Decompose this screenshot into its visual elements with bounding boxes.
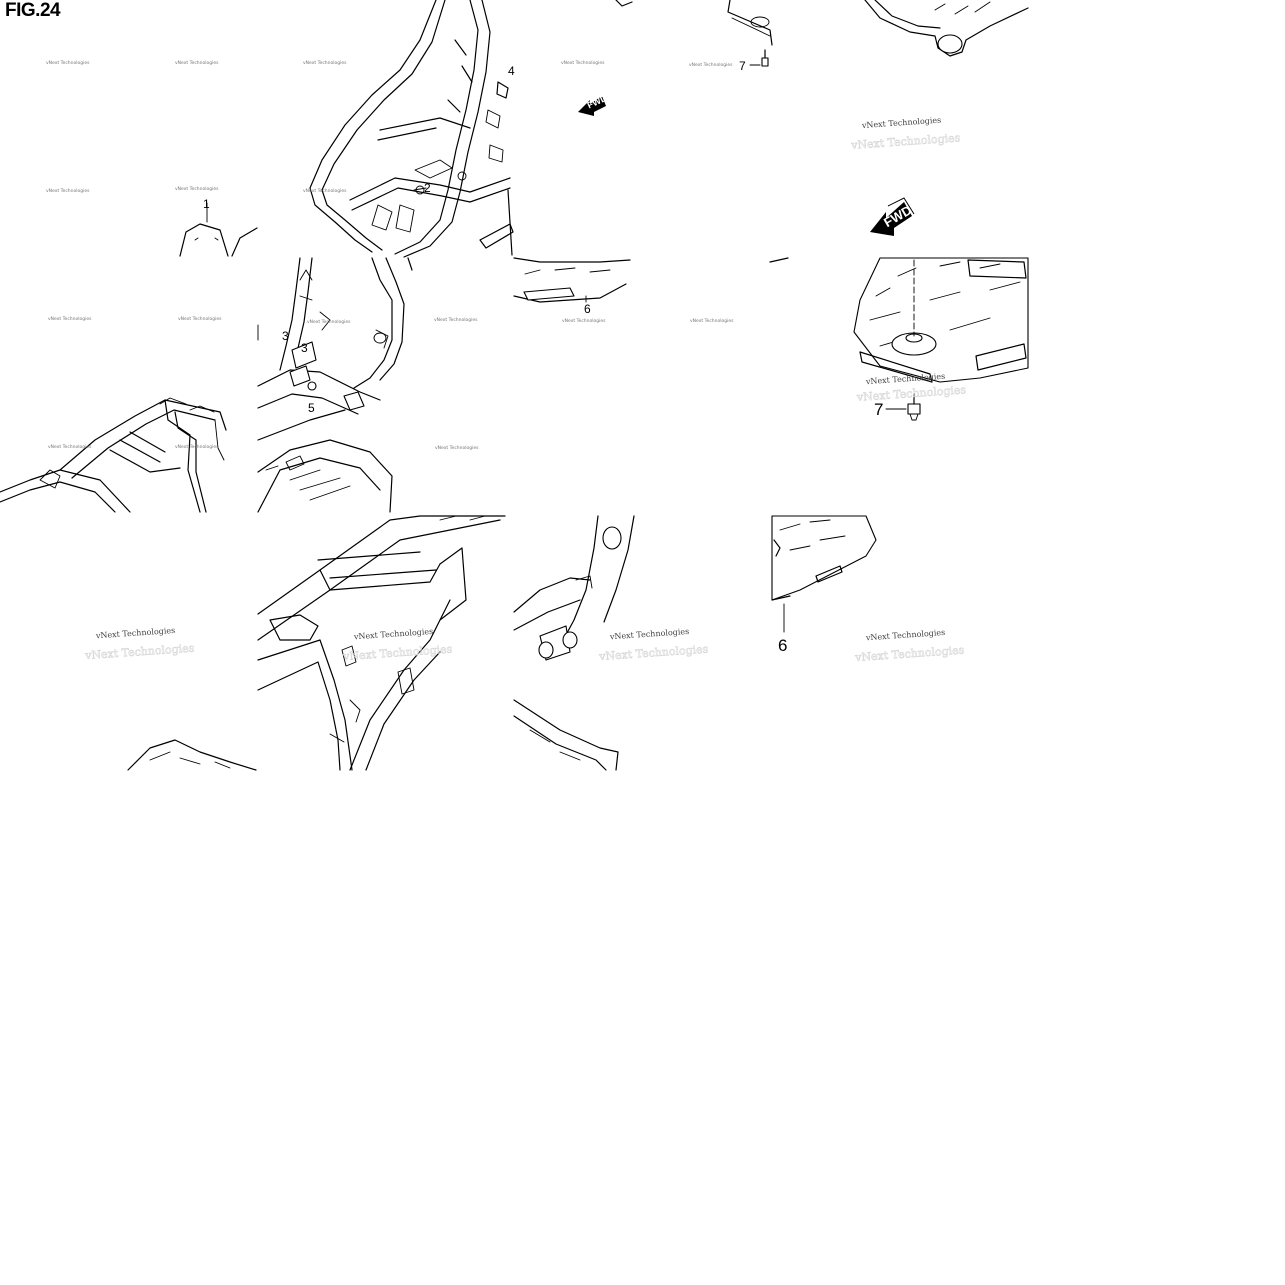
watermark: vNext Technologies: [353, 627, 434, 642]
watermark: vNext Technologies: [175, 60, 219, 66]
callout-3b: 3: [301, 341, 308, 355]
callout-3a: 3: [282, 329, 289, 343]
watermark-ghost: vNext Technologies: [84, 642, 195, 663]
watermark: vNext Technologies: [690, 318, 734, 324]
watermark: vNext Technologies: [48, 316, 92, 322]
watermark-ghost: vNext Technologies: [856, 383, 967, 404]
callout-6b: 6: [778, 636, 787, 655]
watermarks-large: vNext Technologies vNext Technologies vN…: [84, 116, 968, 665]
watermark: vNext Technologies: [865, 628, 946, 643]
frame-cradle-drawing: [257, 515, 506, 771]
callout-5: 5: [308, 401, 315, 415]
lower-frame-drawing: [513, 515, 635, 771]
skid-plate-corner-drawing: [771, 515, 877, 633]
callout-7b: 7: [874, 400, 883, 419]
watermark: vNext Technologies: [865, 372, 946, 387]
watermark: vNext Technologies: [609, 627, 690, 642]
mid-frame-drawing: [257, 257, 413, 513]
frame-rear-tile-drawing: [179, 202, 258, 257]
rear-frame-drawing: [0, 397, 227, 513]
watermark: vNext Technologies: [46, 188, 90, 194]
watermark: vNext Technologies: [95, 626, 176, 641]
watermark: vNext Technologies: [175, 444, 219, 450]
watermark: vNext Technologies: [689, 62, 733, 68]
callout-6a: 6: [584, 302, 591, 316]
watermark: vNext Technologies: [48, 444, 92, 450]
callout-7a: 7: [739, 59, 746, 73]
bottom-left-plate-drawing: [127, 739, 257, 771]
watermark: vNext Technologies: [175, 186, 219, 192]
watermark: vNext Technologies: [46, 60, 90, 66]
watermark-ghost: vNext Technologies: [854, 644, 965, 665]
watermark-ghost: vNext Technologies: [598, 643, 709, 664]
watermark: vNext Technologies: [178, 316, 222, 322]
callout-4: 4: [508, 64, 515, 78]
watermark: vNext Technologies: [561, 60, 605, 66]
figure-title: FIG.24: [5, 0, 61, 21]
watermark: vNext Technologies: [307, 319, 351, 325]
watermark: vNext Technologies: [861, 116, 942, 131]
callout-2: 2: [424, 181, 431, 195]
watermark: vNext Technologies: [434, 317, 478, 323]
callout-labels: 1 2 3 3 4 5 6 6 7 7: [203, 59, 883, 655]
watermark-ghost: vNext Technologies: [850, 131, 961, 152]
watermark: vNext Technologies: [562, 318, 606, 324]
watermarks-small: vNext Technologies vNext Technologies vN…: [46, 60, 734, 451]
handle-tube-drawing: [864, 0, 1029, 57]
frame-top-drawing: [309, 0, 514, 258]
skid-plate-top-tile-drawing: [615, 0, 773, 67]
callout-1: 1: [203, 197, 210, 211]
watermark: vNext Technologies: [303, 60, 347, 66]
watermark: vNext Technologies: [435, 445, 479, 451]
watermark-ghost: vNext Technologies: [342, 643, 453, 664]
fwd-arrow-small: FWD: [578, 93, 609, 116]
skid-plate-drawing: [769, 257, 1029, 421]
fwd-arrow-large: FWD: [870, 197, 915, 236]
skid-plate-edge-drawing: [513, 257, 631, 303]
watermark: vNext Technologies: [303, 188, 347, 194]
